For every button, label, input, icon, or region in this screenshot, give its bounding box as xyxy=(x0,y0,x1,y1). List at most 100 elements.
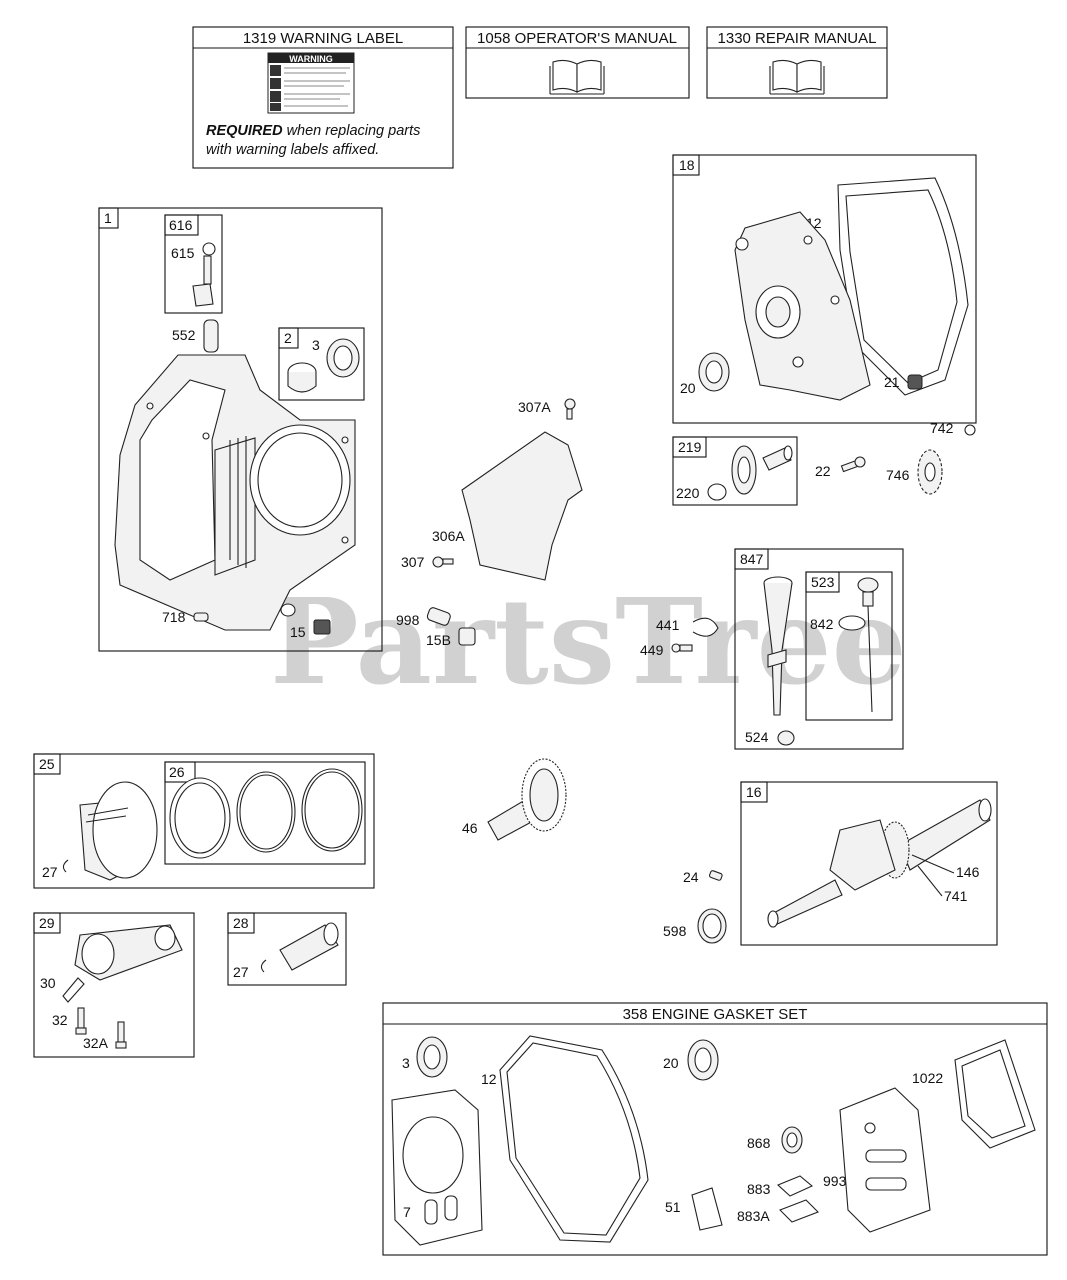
bolt-part xyxy=(115,1021,127,1049)
repair-manual-box[interactable]: 1330 REPAIR MANUAL xyxy=(706,26,888,99)
grommet-part xyxy=(777,730,795,746)
plug-part xyxy=(907,374,923,390)
crankshaft-part xyxy=(767,798,992,928)
callout: 523 xyxy=(811,574,835,590)
callout: 441 xyxy=(656,617,680,633)
callout: 12 xyxy=(481,1071,497,1087)
callout: 30 xyxy=(40,975,56,991)
callout: 616 xyxy=(169,217,193,233)
cover-part xyxy=(734,211,871,401)
operators-manual-box[interactable]: 1058 OPERATOR'S MANUAL xyxy=(465,26,690,99)
shroud-part xyxy=(461,431,583,581)
callout: 28 xyxy=(233,915,249,931)
required-note: REQUIRED when replacing parts with warni… xyxy=(206,122,446,160)
engine-block-part xyxy=(114,354,356,631)
screw-part xyxy=(564,398,576,420)
retainer-part xyxy=(964,424,976,436)
plug-part xyxy=(313,619,331,635)
callout: 25 xyxy=(39,756,55,772)
book-icon xyxy=(549,59,605,95)
box-219-governor[interactable]: 219 220 xyxy=(672,436,798,506)
callout: 741 xyxy=(944,888,968,904)
callout: 449 xyxy=(640,642,664,658)
callout: 993 xyxy=(823,1173,847,1189)
required-bold: REQUIRED xyxy=(206,123,283,139)
dipstick-part xyxy=(857,577,879,713)
callout: 3 xyxy=(402,1055,410,1071)
warning-label-box[interactable]: 1319 WARNING LABEL WARNING xyxy=(192,26,454,169)
blower-housing-group[interactable]: 307A 306A 307 998 15B xyxy=(396,398,583,648)
stud-part xyxy=(426,607,451,626)
clamp-part xyxy=(692,617,719,637)
callout: 1 xyxy=(104,210,112,226)
gasket-part xyxy=(776,1175,814,1197)
camshaft-part xyxy=(487,758,567,841)
callout: 615 xyxy=(171,245,195,261)
engine-gasket-set-box[interactable]: 358 ENGINE GASKET SET 3 7 12 20 51 868 8… xyxy=(382,1002,1048,1256)
watermark: PartsTree xyxy=(270,572,907,711)
callout: 21 xyxy=(884,374,900,390)
required-text-2: with warning labels affixed. xyxy=(206,142,380,158)
valve-part xyxy=(192,242,216,307)
gasket-part xyxy=(691,1187,723,1231)
callout: 32A xyxy=(83,1035,109,1051)
callout: 29 xyxy=(39,915,55,931)
retaining-ring-part xyxy=(62,859,69,873)
box-847-dipstick-tube[interactable]: 847 523 842 524 xyxy=(734,548,904,750)
cover-gasket-part xyxy=(954,1039,1036,1149)
camshaft-group[interactable]: 46 xyxy=(462,758,567,841)
connecting-rod-part xyxy=(74,924,183,981)
gear-part xyxy=(917,449,943,495)
seal-part xyxy=(326,338,360,378)
callout: 18 xyxy=(679,157,695,173)
callout: 742 xyxy=(930,420,954,436)
seal-part xyxy=(781,1126,803,1154)
box-1-cylinder-assembly[interactable]: 1 616 615 552 2 3 xyxy=(98,207,383,652)
washer-part xyxy=(707,483,727,501)
box-25-piston[interactable]: 25 27 26 xyxy=(33,753,375,889)
valve-cover-gasket-part xyxy=(839,1087,931,1233)
callout: 524 xyxy=(745,729,769,745)
bushing-part xyxy=(287,362,317,393)
callout: 51 xyxy=(665,1199,681,1215)
callout: 306A xyxy=(432,528,465,544)
plug-part xyxy=(458,627,476,646)
oil-seal-part xyxy=(698,352,730,392)
repair-manual-title: 1330 REPAIR MANUAL xyxy=(718,30,877,47)
box-18-crankcase-cover[interactable]: 18 12 20 21 xyxy=(672,154,977,424)
bolt-part xyxy=(75,1007,87,1035)
box-28-piston-pin[interactable]: 28 27 xyxy=(227,912,347,986)
screw-part xyxy=(840,456,866,473)
box-16-crankshaft[interactable]: 16 146 741 xyxy=(740,781,998,946)
dipper-part xyxy=(62,977,85,1003)
screw-part xyxy=(671,643,693,653)
warning-label-title: 1319 WARNING LABEL xyxy=(243,30,403,47)
callout: 16 xyxy=(746,784,762,800)
callout: 598 xyxy=(663,923,687,939)
key-part xyxy=(709,870,723,881)
o-ring-part xyxy=(838,615,866,631)
callout: 15B xyxy=(426,632,451,648)
washer-part xyxy=(697,908,727,944)
sleeve-part xyxy=(762,445,793,471)
callout: 3 xyxy=(312,337,320,353)
callout: 883 xyxy=(747,1181,771,1197)
operators-manual-title: 1058 OPERATOR'S MANUAL xyxy=(477,30,677,47)
retaining-ring-part xyxy=(260,959,267,973)
callout: 220 xyxy=(676,485,700,501)
callout: 883A xyxy=(737,1208,770,1224)
callout: 32 xyxy=(52,1012,68,1028)
callout: 27 xyxy=(233,964,249,980)
valve-guide-part xyxy=(203,319,219,353)
piston-pin-part xyxy=(279,922,339,971)
required-text-1: when replacing parts xyxy=(282,123,421,139)
box-29-connecting-rod[interactable]: 29 30 32 32A xyxy=(33,912,195,1058)
warning-sticker-text: WARNING xyxy=(289,54,333,64)
callout: 24 xyxy=(683,869,699,885)
callout: 307 xyxy=(401,554,425,570)
callout: 998 xyxy=(396,612,420,628)
callout: 15 xyxy=(290,624,306,640)
callout: 22 xyxy=(815,463,831,479)
warning-sticker-icon: WARNING xyxy=(267,52,355,114)
